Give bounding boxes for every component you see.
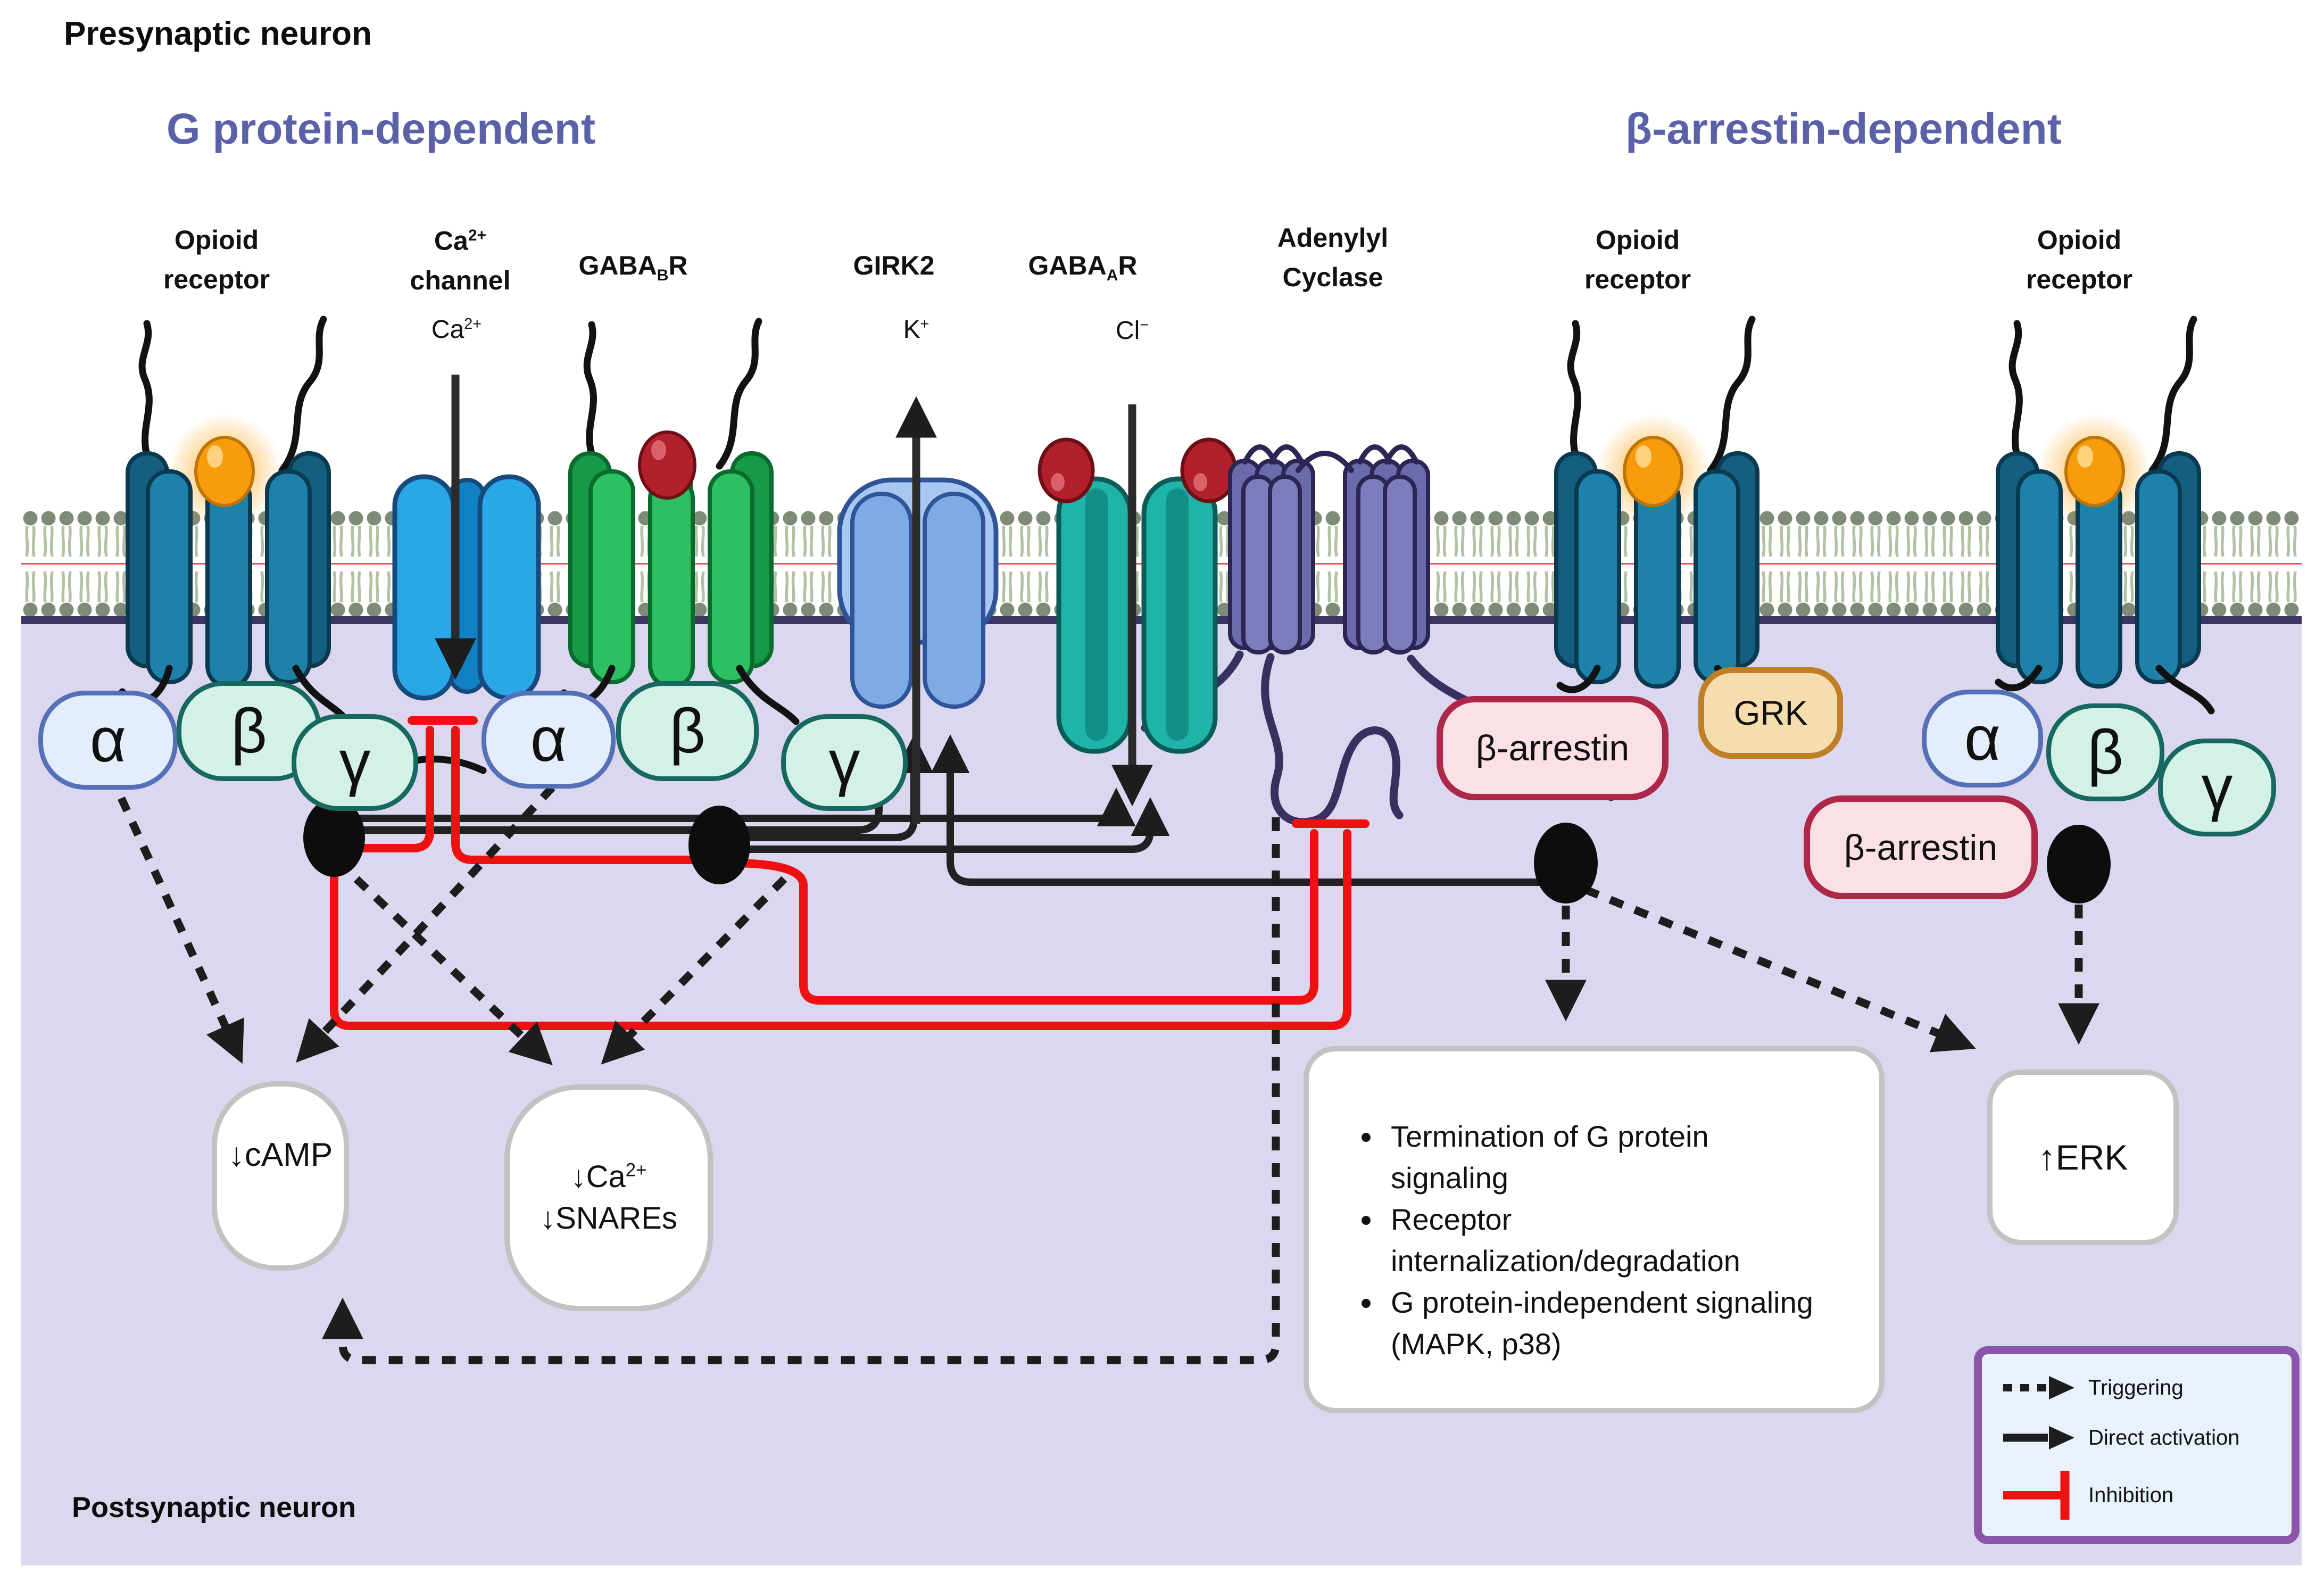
potassium-ion-label: K+	[903, 316, 929, 344]
arrestin-effect-item: Receptor internalization/degradation	[1383, 1199, 1820, 1282]
arrestin-effect-item: Termination of G protein signaling	[1383, 1116, 1820, 1199]
g-gamma-label: γ	[339, 727, 371, 798]
legend-inhibition-label: Inhibition	[2088, 1483, 2174, 1507]
trigger-alpha2-camp	[296, 784, 555, 1063]
gabaa-ligand-left	[1038, 437, 1095, 503]
arrestin-effects-list: Termination of G protein signaling Recep…	[1346, 1116, 1820, 1365]
beta-arrestin-2: β-arrestin	[1804, 795, 2038, 899]
opioid-receptor-3-graphic	[1556, 319, 1757, 686]
beta-arrestin-label: β-arrestin	[1475, 728, 1630, 768]
ion-flux-arrows	[435, 375, 1153, 824]
gabab-receptor-label: GABABR	[578, 251, 688, 284]
activation-hub2-gabaa	[731, 797, 1170, 853]
beta-arrestin-pathway-header: β-arrestin-dependent	[1625, 105, 2062, 153]
grk: GRK	[1698, 667, 1843, 759]
signal-hub-2	[688, 806, 750, 884]
postsynaptic-neuron-label: Postsynaptic neuron	[72, 1491, 356, 1523]
dashed-arrow-icon	[2003, 1376, 2074, 1399]
opioid-receptor-1-graphic	[128, 319, 329, 686]
g-protein-pathway-header: G protein-dependent	[166, 105, 596, 153]
legend-direct-activation-row: Direct activation	[2000, 1419, 2279, 1457]
opioid-receptor-4-graphic	[1998, 319, 2199, 686]
legend-triggering-label: Triggering	[2088, 1375, 2184, 1399]
g-gamma-subunit-2: γ	[781, 714, 908, 811]
calcium-ion-label: Ca2+	[431, 316, 482, 344]
g-alpha-subunit-3: α	[1922, 690, 2043, 788]
inhibition-lines	[330, 716, 1370, 1030]
grk-label: GRK	[1733, 694, 1808, 732]
g-beta-subunit-2: β	[616, 681, 759, 781]
inhibition-tbar-icon	[2003, 1471, 2070, 1520]
arrestin-effect-item: G protein-independent signaling (MAPK, p…	[1383, 1282, 1820, 1365]
chloride-ion-label: Cl−	[1115, 317, 1149, 345]
adenylyl-cyclase-graphic	[1228, 444, 1430, 654]
trigger-ac-camp	[322, 817, 1280, 1364]
calcium-channel-graphic	[392, 474, 541, 701]
trigger-hub1-casnares	[353, 876, 553, 1066]
gabab-receptor-graphic	[568, 318, 774, 689]
presynaptic-neuron-label: Presynaptic neuron	[64, 15, 372, 52]
g-alpha-label: α	[1964, 703, 2001, 774]
g-alpha-label: α	[89, 705, 127, 775]
g-alpha-label: α	[530, 705, 567, 775]
erk-label: ↑ERK	[2038, 1138, 2128, 1177]
trigger-alpha1-camp	[118, 796, 244, 1064]
legend-direct-activation-label: Direct activation	[2088, 1425, 2240, 1449]
g-alpha-subunit-2: α	[482, 691, 616, 789]
gabab-ligand	[638, 430, 696, 500]
g-gamma-subunit-1: γ	[292, 714, 418, 811]
arrestin-effects-box: Termination of G protein signaling Recep…	[1304, 1046, 1885, 1413]
signal-hub-3	[1534, 823, 1598, 904]
activation-hub3-girk2	[931, 734, 1552, 886]
legend-inhibition-row: Inhibition	[2000, 1469, 2279, 1522]
g-beta-label: β	[231, 696, 267, 766]
beta-arrestin-1: β-arrestin	[1437, 696, 1669, 800]
g-gamma-subunit-3: γ	[2158, 739, 2276, 836]
solid-arrow-icon	[2003, 1426, 2074, 1449]
triggering-arrows	[118, 784, 2099, 1364]
erk-output: ↑ERK	[1987, 1070, 2179, 1245]
gabaa-receptor-label: GABAAR	[1028, 251, 1138, 284]
calcium-channel-label: Ca2+ channel	[410, 226, 511, 295]
signal-hub-1	[303, 798, 365, 877]
g-beta-subunit-3: β	[2046, 703, 2164, 801]
signal-hub-4	[2047, 825, 2111, 904]
signal-hubs	[303, 798, 2111, 904]
g-gamma-label: γ	[2201, 752, 2233, 823]
g-beta-label: β	[669, 696, 706, 766]
g-beta-label: β	[2087, 717, 2123, 788]
legend-triggering-row: Triggering	[2000, 1369, 2279, 1407]
g-gamma-label: γ	[828, 727, 860, 798]
ca-snares-output: ↓Ca2+ ↓SNAREs	[504, 1084, 713, 1311]
camp-label: ↓cAMP	[228, 1136, 333, 1173]
gabaa-receptor-graphic	[1038, 437, 1238, 754]
activation-hub1-girk2	[350, 734, 899, 834]
g-alpha-subunit-1: α	[38, 691, 178, 790]
camp-output: ↓cAMP	[212, 1081, 349, 1271]
girk2-label: GIRK2	[853, 251, 935, 280]
legend: Triggering Direct activation Inhibition	[1974, 1346, 2300, 1544]
gabaa-ligand-right	[1180, 437, 1238, 503]
beta-arrestin-label: β-arrestin	[1844, 827, 1998, 868]
